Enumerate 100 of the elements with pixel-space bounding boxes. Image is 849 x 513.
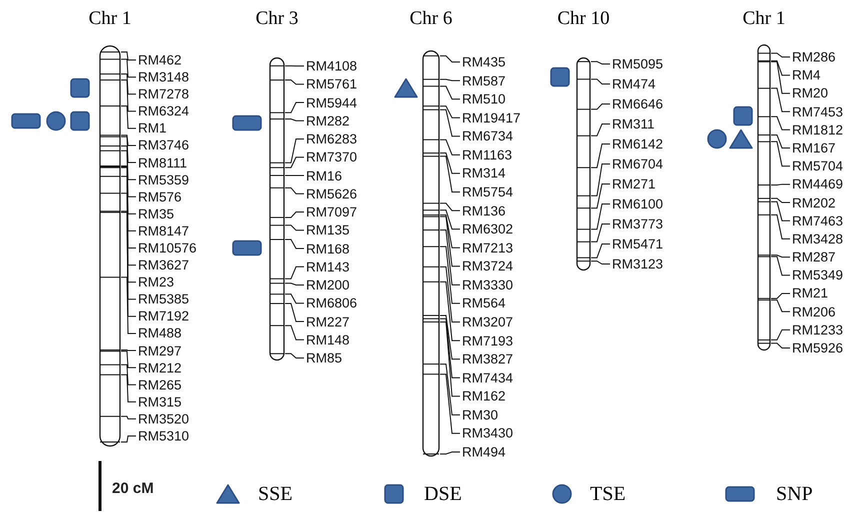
marker-label: RM5349 bbox=[792, 268, 844, 283]
leader-line bbox=[770, 116, 790, 130]
leader-line bbox=[770, 201, 790, 222]
leader-line bbox=[120, 192, 136, 283]
leader-line bbox=[440, 321, 460, 397]
leader-line bbox=[440, 246, 460, 304]
marker-label: RM5471 bbox=[612, 236, 664, 252]
leader-line bbox=[284, 294, 304, 304]
marker-label: RM488 bbox=[138, 326, 182, 341]
marker-label: RM314 bbox=[462, 166, 506, 181]
marker-label: RM311 bbox=[612, 116, 655, 132]
leader-line bbox=[770, 299, 790, 312]
legend-label: DSE bbox=[424, 483, 462, 506]
circle-icon bbox=[46, 111, 66, 131]
marker-label: RM3330 bbox=[462, 277, 514, 292]
marker-label: RM5761 bbox=[306, 76, 358, 92]
marker-label: RM3207 bbox=[462, 314, 514, 330]
marker-label: RM5926 bbox=[792, 340, 844, 356]
marker-label: RM162 bbox=[462, 388, 506, 404]
leader-line bbox=[120, 80, 136, 112]
marker-label: RM564 bbox=[462, 296, 506, 311]
leader-line bbox=[284, 187, 304, 194]
leader-line bbox=[770, 134, 790, 148]
leader-line bbox=[120, 167, 136, 248]
marker-label: RM10576 bbox=[138, 240, 197, 256]
leader-line bbox=[770, 88, 790, 112]
marker-label: RM7097 bbox=[306, 204, 358, 220]
leader-line bbox=[440, 216, 460, 267]
marker-label: RM3746 bbox=[138, 138, 190, 153]
marker-label: RM5754 bbox=[462, 184, 514, 200]
leader-line bbox=[770, 342, 790, 348]
marker-label: RM7213 bbox=[462, 240, 514, 256]
leader-line bbox=[770, 184, 790, 186]
marker-label: RM5944 bbox=[306, 95, 358, 110]
marker-label: RM206 bbox=[792, 304, 836, 320]
marker-label: RM5626 bbox=[306, 186, 358, 202]
leader-line bbox=[440, 78, 460, 82]
leader-line bbox=[284, 303, 304, 322]
marker-label: RM30 bbox=[462, 407, 498, 422]
marker-label: RM6324 bbox=[138, 104, 190, 119]
marker-label: RM3724 bbox=[462, 258, 514, 274]
chromosome-title: Chr 10 bbox=[557, 8, 610, 30]
leader-line bbox=[120, 364, 136, 386]
leader-line bbox=[120, 416, 136, 420]
leader-line bbox=[440, 364, 460, 416]
triangle-icon bbox=[729, 129, 753, 149]
leader-line bbox=[120, 166, 136, 214]
marker-label: RM200 bbox=[306, 278, 350, 292]
leader-line bbox=[284, 80, 304, 85]
marker-label: RM23 bbox=[138, 274, 174, 290]
leader-line bbox=[440, 152, 460, 174]
leader-line bbox=[440, 55, 460, 62]
marker-label: RM16 bbox=[306, 168, 342, 183]
marker-label: RM168 bbox=[306, 241, 350, 256]
marker-label: RM6302 bbox=[462, 222, 514, 237]
leader-line bbox=[590, 244, 610, 258]
leader-line bbox=[590, 204, 610, 230]
leader-line bbox=[284, 65, 304, 66]
leader-line bbox=[284, 224, 304, 231]
leader-line bbox=[590, 164, 610, 196]
leader-line bbox=[770, 52, 790, 58]
circle-icon bbox=[707, 129, 727, 149]
marker-label: RM6283 bbox=[306, 132, 358, 146]
marker-label: RM5704 bbox=[792, 158, 844, 174]
marker-label: RM7278 bbox=[138, 86, 190, 102]
leader-line bbox=[284, 118, 304, 122]
leader-line bbox=[284, 102, 304, 114]
marker-label: RM5095 bbox=[612, 56, 664, 72]
marker-label: RM1163 bbox=[462, 147, 512, 162]
marker-label: RM6734 bbox=[462, 128, 514, 144]
leader-line bbox=[590, 260, 610, 264]
marker-label: RM576 bbox=[138, 189, 182, 204]
box-icon bbox=[70, 78, 90, 98]
marker-label: RM3627 bbox=[138, 258, 190, 273]
chromosome-title: Chr 6 bbox=[410, 8, 452, 30]
leader-line bbox=[120, 52, 136, 60]
marker-label: RM265 bbox=[138, 377, 182, 392]
chromosome-title: Chr 1 bbox=[88, 8, 132, 30]
leader-line bbox=[284, 325, 304, 340]
leader-line bbox=[120, 106, 136, 129]
scale-label: 20 cM bbox=[112, 480, 154, 497]
legend-label: SSE bbox=[258, 483, 292, 506]
legend-label: TSE bbox=[590, 483, 626, 506]
leader-line bbox=[440, 374, 460, 434]
marker-label: RM462 bbox=[138, 52, 182, 68]
marker-label: RM20 bbox=[792, 86, 828, 101]
marker-label: RM3428 bbox=[792, 231, 844, 246]
marker-label: RM286 bbox=[792, 50, 836, 64]
marker-label: RM212 bbox=[138, 360, 182, 376]
leader-line bbox=[590, 104, 610, 110]
leader-line bbox=[120, 374, 136, 402]
leader-line bbox=[440, 214, 460, 248]
leader-line bbox=[590, 78, 610, 84]
leader-line bbox=[120, 74, 136, 95]
chromosome-title: Chr 1 bbox=[742, 8, 786, 30]
bar-icon bbox=[11, 113, 41, 129]
leader-line bbox=[770, 198, 790, 203]
marker-label: RM7463 bbox=[792, 213, 844, 228]
leader-line bbox=[590, 144, 610, 168]
bar-icon bbox=[232, 115, 262, 131]
